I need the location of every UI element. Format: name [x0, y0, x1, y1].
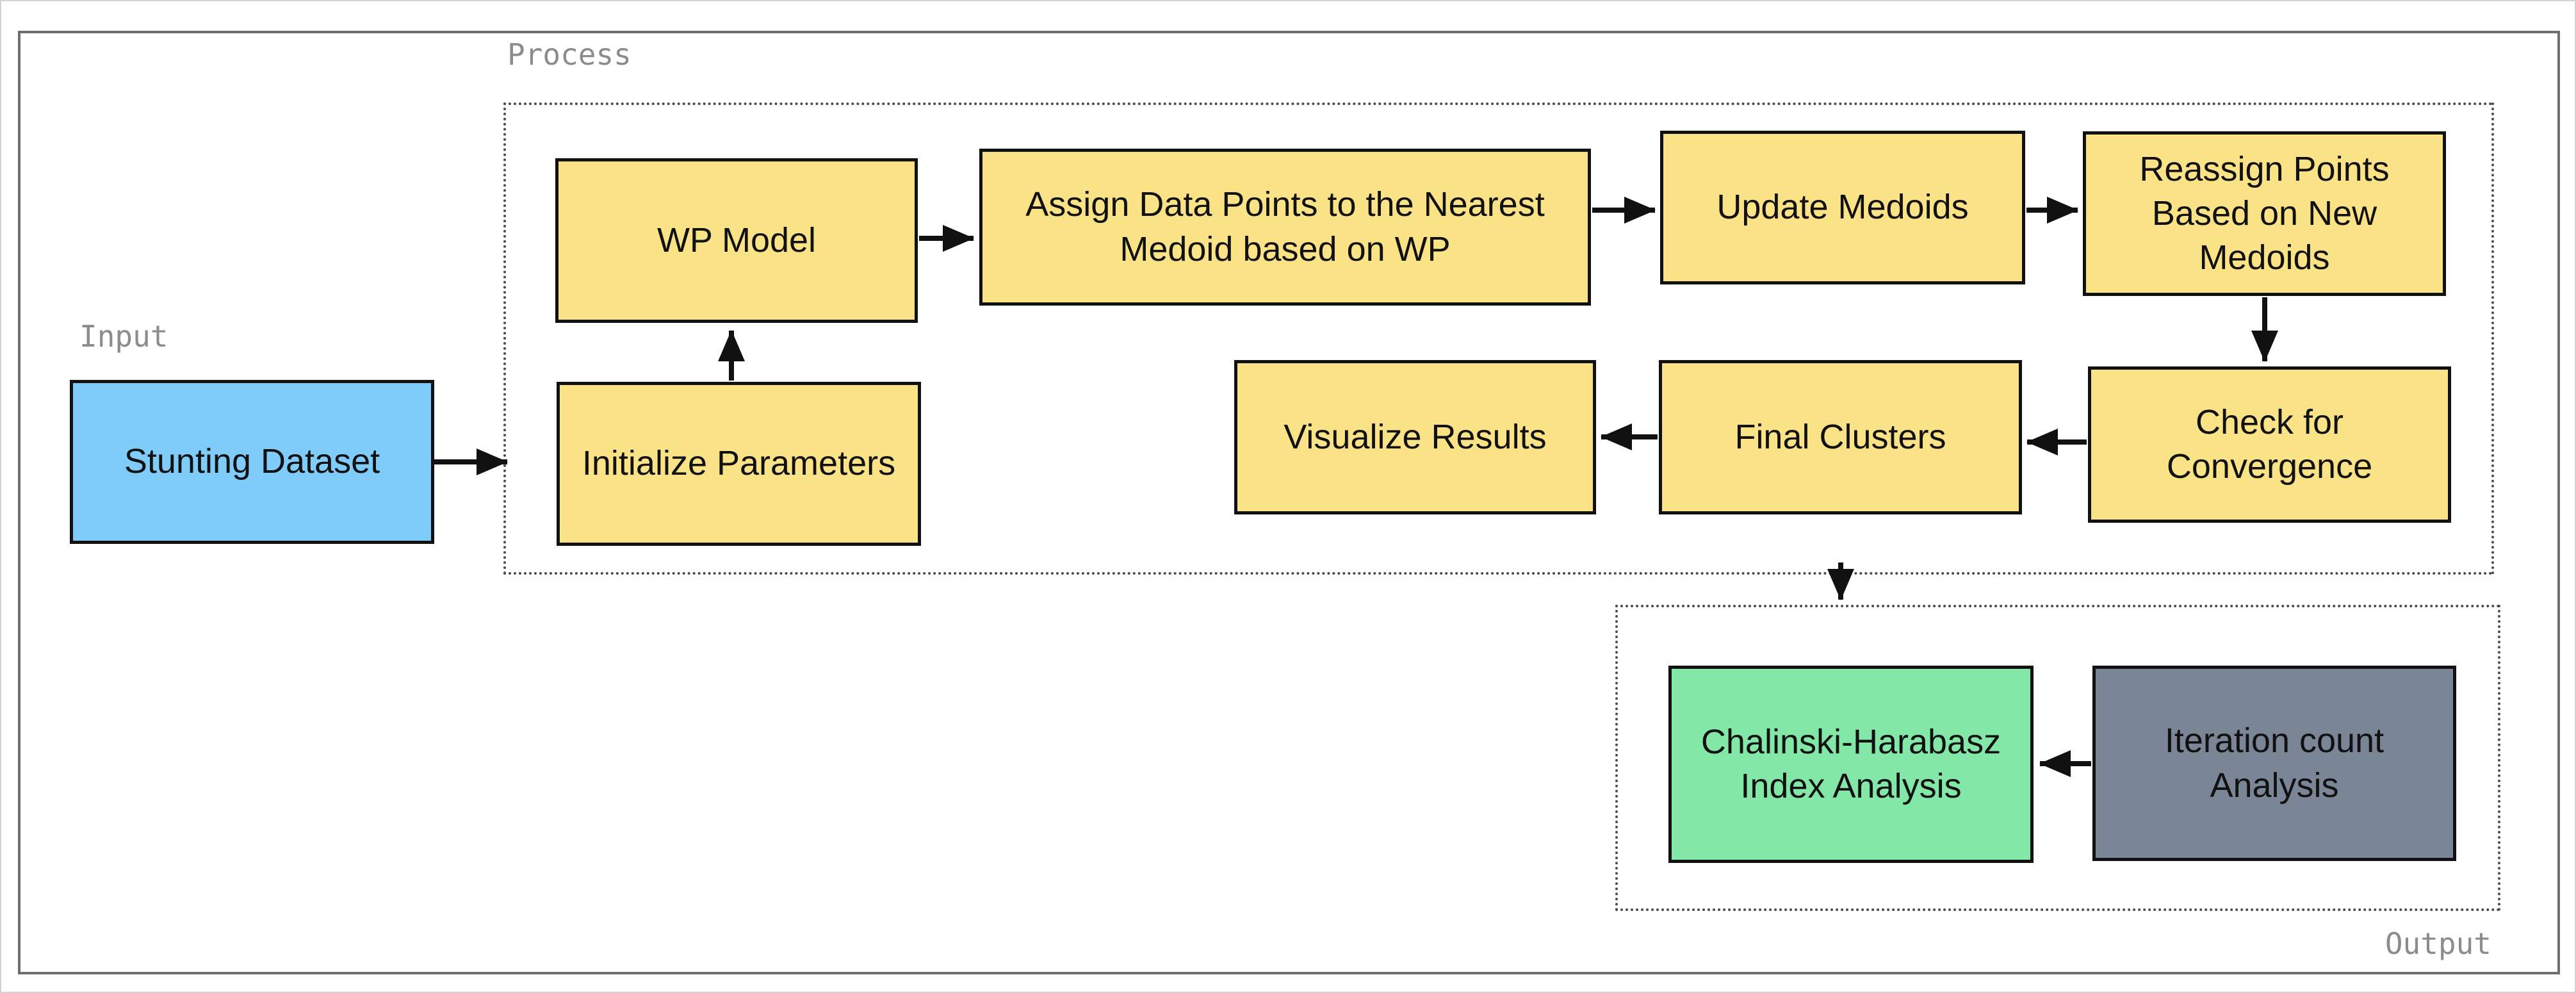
- process-group-container: [503, 103, 2494, 575]
- process-group-label: Process: [507, 37, 632, 72]
- node-visualize-results: Visualize Results: [1234, 360, 1596, 514]
- outer-frame: [18, 31, 2560, 974]
- node-iteration-count-analysis: Iteration count Analysis: [2092, 666, 2456, 861]
- output-group-container: [1615, 605, 2500, 911]
- node-final-clusters: Final Clusters: [1659, 360, 2022, 514]
- output-group-label: Output: [2384, 926, 2491, 961]
- node-chalinski-harabasz-index: Chalinski-Harabasz Index Analysis: [1668, 666, 2034, 863]
- node-assign-data-points: Assign Data Points to the Nearest Medoid…: [979, 149, 1591, 306]
- node-wp-model: WP Model: [555, 158, 918, 323]
- input-group-label: Input: [79, 319, 168, 354]
- node-stunting-dataset: Stunting Dataset: [70, 380, 434, 544]
- node-initialize-parameters: Initialize Parameters: [557, 382, 921, 546]
- node-update-medoids: Update Medoids: [1660, 131, 2025, 284]
- node-check-for-convergence: Check for Convergence: [2088, 366, 2451, 523]
- node-reassign-points: Reassign Points Based on New Medoids: [2083, 131, 2446, 296]
